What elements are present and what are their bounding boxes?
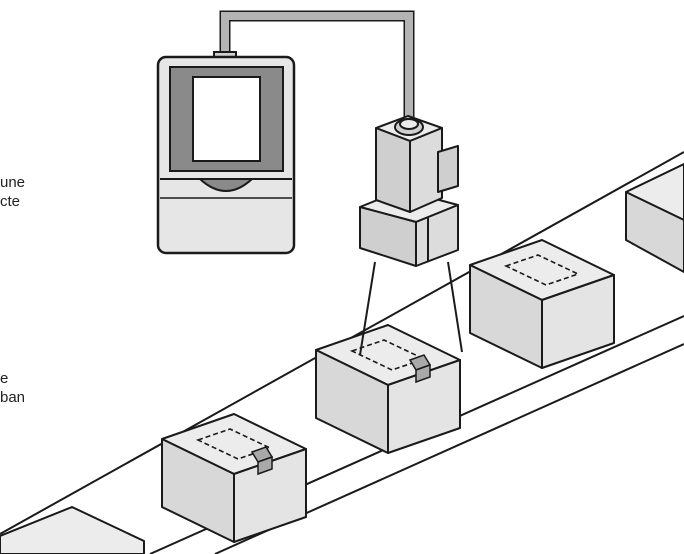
view-line-right <box>447 261 463 353</box>
camera-side-clip <box>437 145 459 193</box>
box-1 <box>161 413 307 543</box>
camera <box>359 115 459 267</box>
camera-lower-side <box>415 204 459 267</box>
box-2 <box>315 324 461 454</box>
box-3 <box>469 239 615 369</box>
annotation-bottom-line-1: e <box>0 370 9 387</box>
cable-fill <box>221 12 413 122</box>
box-far-right <box>625 163 684 273</box>
view-line-left <box>359 261 376 356</box>
camera-lens <box>399 118 419 130</box>
camera-upper-side <box>409 127 443 213</box>
box-far-left <box>0 506 145 554</box>
annotation-top: une cte <box>0 173 25 211</box>
camera-upper-front <box>375 127 411 213</box>
annotation-bottom-line-2: ban <box>0 389 26 406</box>
annotation-top-line-1: une <box>0 174 26 191</box>
controller-screen <box>192 76 261 162</box>
camera-view-lines <box>359 261 463 356</box>
annotation-bottom: e ban <box>0 369 25 407</box>
controller-device <box>156 51 296 255</box>
controller-button <box>197 178 255 192</box>
annotation-top-line-2: cte <box>0 193 21 210</box>
